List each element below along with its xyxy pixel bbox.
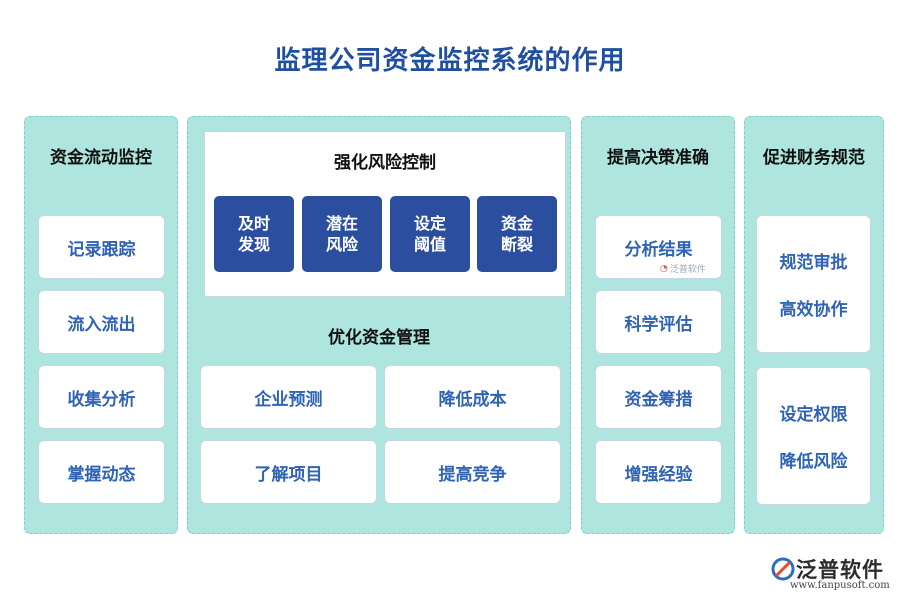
tile-set-threshold: 设定 阈值 (390, 196, 470, 272)
panel-risk-and-management: 强化风险控制 及时 发现 潜在 风险 设定 阈值 资金 断裂 优化资金管理 企业… (187, 116, 571, 534)
tile-line: 及时 (237, 214, 270, 233)
tile-line: 资金 (500, 214, 533, 233)
card-collect-analyze: 收集分析 (38, 365, 165, 429)
panel-title-fund-flow: 资金流动监控 (50, 148, 152, 168)
tile-line: 设定 (413, 214, 446, 233)
card-enterprise-forecast: 企业预测 (200, 365, 377, 429)
section-title-risk-control: 强化风险控制 (334, 153, 436, 173)
card-standard-approval: 规范审批 高效协作 (756, 215, 871, 353)
watermark-text: 泛普软件 (669, 265, 706, 275)
page-title: 监理公司资金监控系统的作用 (274, 46, 626, 76)
panel-decision: 提高决策准确 分析结果 科学评估 资金筹措 增强经验 (581, 116, 735, 534)
card-scientific-eval: 科学评估 (595, 290, 722, 354)
panel-title-finance-standard: 促进财务规范 (763, 148, 865, 168)
tile-line: 发现 (237, 235, 270, 254)
section-title-fund-management: 优化资金管理 (328, 328, 430, 348)
tile-fund-break: 资金 断裂 (477, 196, 557, 272)
card-line: 降低风险 (779, 452, 848, 472)
card-analysis-result: 分析结果 (595, 215, 722, 279)
card-improve-competition: 提高竞争 (384, 440, 561, 504)
logo-url: www.fanpusoft.com (790, 580, 890, 591)
card-line: 设定权限 (779, 405, 848, 425)
panel-finance-standard: 促进财务规范 规范审批 高效协作 设定权限 降低风险 (744, 116, 884, 534)
logo-icon (771, 557, 795, 581)
card-understand-project: 了解项目 (200, 440, 377, 504)
card-enhance-experience: 增强经验 (595, 440, 722, 504)
card-line: 规范审批 (779, 253, 848, 273)
card-inflow-outflow: 流入流出 (38, 290, 165, 354)
brand-logo: 泛普软件 (770, 554, 884, 584)
card-line: 高效协作 (779, 300, 848, 320)
card-reduce-cost: 降低成本 (384, 365, 561, 429)
tile-line: 阈值 (413, 235, 446, 254)
card-set-permission: 设定权限 降低风险 (756, 367, 871, 505)
card-record-track: 记录跟踪 (38, 215, 165, 279)
risk-control-box: 强化风险控制 及时 发现 潜在 风险 设定 阈值 资金 断裂 (204, 131, 566, 297)
tile-line: 断裂 (500, 235, 533, 254)
logo-name: 泛普软件 (796, 558, 884, 582)
tile-line: 潜在 (325, 214, 358, 233)
panel-title-decision: 提高决策准确 (607, 148, 709, 168)
watermark: ◔ 泛普软件 (660, 262, 706, 276)
card-fund-raising: 资金筹措 (595, 365, 722, 429)
tile-timely-discovery: 及时 发现 (214, 196, 294, 272)
card-grasp-dynamics: 掌握动态 (38, 440, 165, 504)
watermark-icon: ◔ (660, 263, 668, 274)
tile-potential-risk: 潜在 风险 (302, 196, 382, 272)
panel-fund-flow: 资金流动监控 记录跟踪 流入流出 收集分析 掌握动态 (24, 116, 178, 534)
tile-line: 风险 (325, 235, 358, 254)
